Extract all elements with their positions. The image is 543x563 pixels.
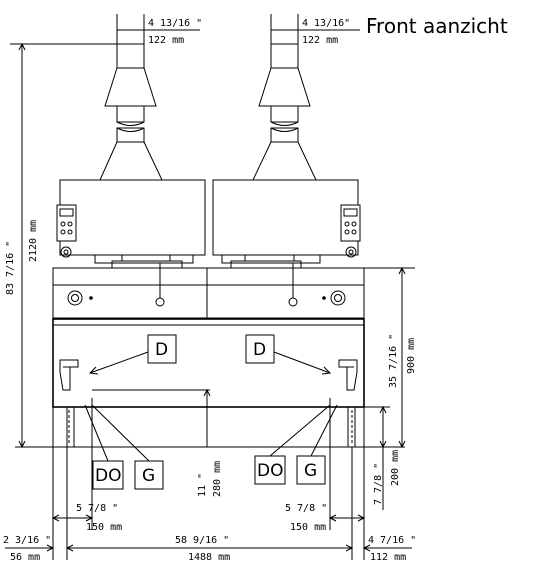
flue-left: [99, 43, 163, 181]
leg-height-mm: 200 mm: [390, 450, 401, 486]
offset-right: 4 7/16 " 112 mm: [362, 535, 416, 563]
svg-text:D: D: [253, 340, 266, 360]
outlet-height-dimension: 11 " 280 mm: [197, 388, 223, 497]
side-left-inch: 5 7/8 ": [76, 503, 118, 514]
outlet-height-inch: 11 ": [197, 473, 208, 497]
svg-text:DO: DO: [95, 466, 121, 486]
svg-text:D: D: [155, 340, 168, 360]
drain-tap-left: [59, 359, 79, 391]
burner-knob-left: [67, 290, 93, 306]
width-mm: 1488 mm: [188, 552, 230, 563]
label-g-right: G: [296, 404, 338, 485]
worktop-height-dimension: 35 7/16 " 900 mm: [364, 266, 417, 449]
flue-right-mm: 122 mm: [302, 35, 338, 46]
svg-text:G: G: [142, 466, 155, 486]
worktop-height-inch: 35 7/16 ": [388, 334, 399, 388]
leg-height-dimension: 7 7/8 " 200 mm: [364, 405, 401, 510]
offset-right-inch: 4 7/16 ": [368, 535, 416, 546]
offset-left: 2 3/16 " 56 mm: [3, 535, 55, 563]
flue-dimension-left: 4 13/16 " 122 mm: [116, 14, 202, 46]
offset-right-mm: 112 mm: [370, 552, 406, 563]
svg-text:DO: DO: [257, 461, 283, 481]
label-d-left: D: [88, 334, 177, 375]
pan-right: [221, 254, 321, 307]
pan-left: [94, 254, 194, 307]
label-do-left: DO: [84, 404, 124, 490]
side-right-inch: 5 7/8 ": [285, 503, 327, 514]
total-height-dimension: 83 7/16 " 2120 mm: [5, 42, 117, 449]
side-distance-left: 5 7/8 " 150 mm: [51, 503, 122, 533]
leg-height-inch: 7 7/8 ": [373, 463, 384, 505]
flue-right-inch: 4 13/16": [302, 18, 350, 29]
outlet-height-mm: 280 mm: [212, 461, 223, 497]
side-distance-right: 5 7/8 " 150 mm: [285, 503, 366, 533]
flue-dimension-right: 4 13/16" 122 mm: [270, 14, 360, 46]
label-d-right: D: [245, 334, 332, 375]
offset-left-inch: 2 3/16 ": [3, 535, 51, 546]
burner-knob-right: [322, 290, 346, 306]
legs: [66, 406, 356, 448]
worktop-band: [52, 267, 365, 319]
label-do-right: DO: [254, 404, 331, 485]
width-inch: 58 9/16 ": [175, 535, 229, 546]
flue-left-mm: 122 mm: [148, 35, 184, 46]
label-g-left: G: [91, 404, 164, 490]
view-title: Front aanzicht: [366, 14, 508, 38]
flue-left-inch: 4 13/16 ": [148, 18, 202, 29]
total-height-mm: 2120 mm: [28, 220, 39, 262]
side-left-mm: 150 mm: [86, 522, 122, 533]
hood-right: [212, 179, 361, 258]
drain-tap-right: [338, 359, 358, 391]
offset-left-mm: 56 mm: [10, 552, 40, 563]
worktop-height-mm: 900 mm: [406, 338, 417, 374]
flue-right: [252, 43, 317, 181]
svg-text:G: G: [304, 461, 317, 481]
overall-width-dimension: 58 9/16 " 1488 mm: [52, 407, 365, 563]
total-height-inch: 83 7/16 ": [5, 241, 16, 295]
hood-left: [56, 179, 206, 258]
side-right-mm: 150 mm: [290, 522, 326, 533]
